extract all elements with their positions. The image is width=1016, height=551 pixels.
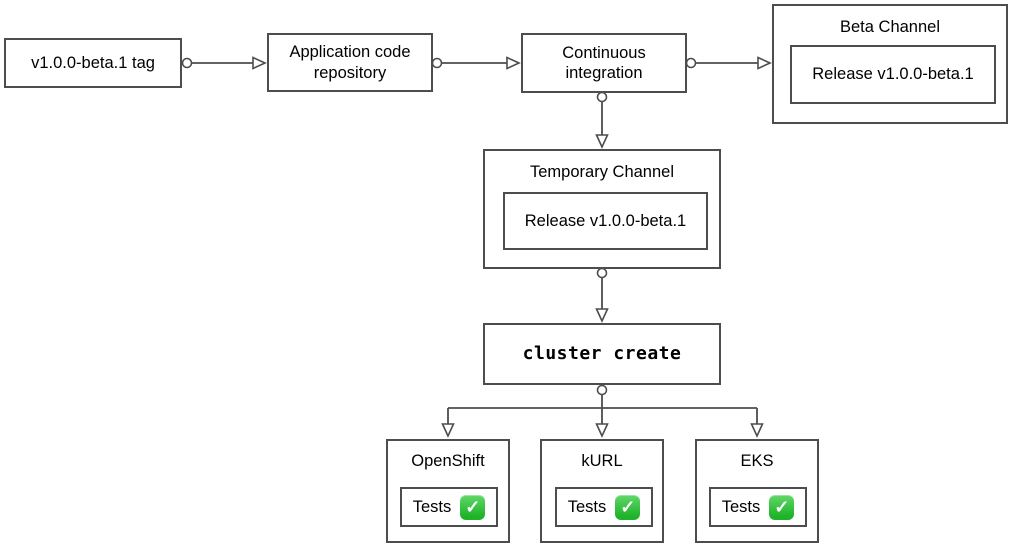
kurl-title: kURL [581,452,623,470]
edge-repo-to-ci [431,56,521,70]
beta-channel-title: Beta Channel [840,18,940,36]
beta-channel-release-label: Release v1.0.0-beta.1 [812,65,974,83]
edge-ci-to-beta-channel [685,56,772,70]
eks-title: EKS [740,452,774,470]
edge-cluster-create-to-platforms [441,384,764,438]
node-cluster-create: cluster create [483,323,721,385]
node-openshift: OpenShift Tests ✓ [386,439,510,543]
check-mark-icon: ✓ [460,494,486,520]
openshift-tests-row: Tests ✓ [412,494,486,520]
node-beta-channel: Beta Channel Release v1.0.0-beta.1 [772,4,1008,124]
check-mark-icon: ✓ [769,494,795,520]
check-glyph: ✓ [620,496,636,517]
kurl-tests-box: Tests ✓ [555,487,653,527]
check-glyph: ✓ [465,496,481,517]
application-code-repository-label: Application code repository [289,43,411,82]
node-application-code-repository: Application code repository [267,33,433,92]
kurl-tests-row: Tests ✓ [567,494,641,520]
check-glyph: ✓ [774,496,790,517]
openshift-tests-label: Tests [412,497,452,516]
edge-tag-to-repo [181,56,267,70]
edge-temp-channel-to-cluster-create [595,267,609,323]
kurl-tests-label: Tests [567,497,607,516]
cluster-create-label: cluster create [522,343,682,365]
eks-tests-label: Tests [721,497,761,516]
temporary-channel-title: Temporary Channel [530,163,674,181]
continuous-integration-label: Continuous integration [562,43,646,82]
node-version-tag: v1.0.0-beta.1 tag [4,38,182,88]
openshift-title: OpenShift [411,452,485,470]
node-continuous-integration: Continuous integration [521,33,687,93]
temporary-channel-release-label: Release v1.0.0-beta.1 [524,211,687,230]
node-temporary-channel: Temporary Channel Release v1.0.0-beta.1 [483,149,721,269]
node-eks: EKS Tests ✓ [695,439,819,543]
edge-ci-to-temp-channel [595,91,609,149]
openshift-tests-box: Tests ✓ [400,487,498,527]
beta-channel-release-box: Release v1.0.0-beta.1 [790,45,996,104]
node-kurl: kURL Tests ✓ [540,439,664,543]
version-tag-label: v1.0.0-beta.1 tag [31,53,155,72]
eks-tests-box: Tests ✓ [709,487,807,527]
eks-tests-row: Tests ✓ [721,494,795,520]
check-mark-icon: ✓ [615,494,641,520]
temporary-channel-release-box: Release v1.0.0-beta.1 [503,192,708,250]
